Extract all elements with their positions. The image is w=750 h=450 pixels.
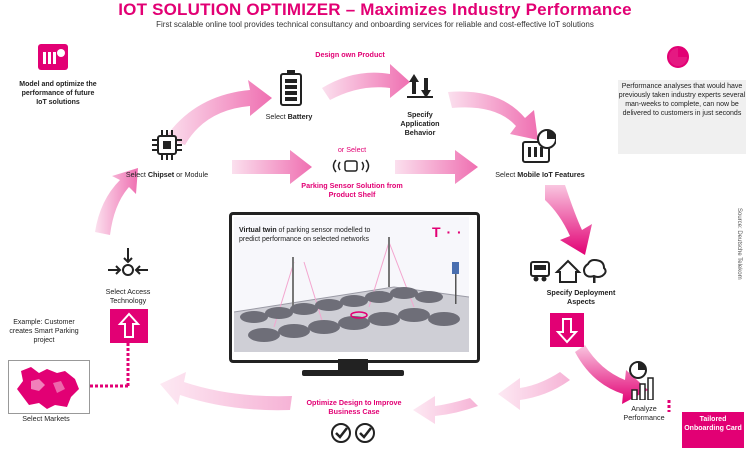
parking-sensor-icon bbox=[332, 159, 370, 173]
note-example: Example: Customer creates Smart Parking … bbox=[9, 319, 79, 344]
label-analyze: Analyze Performance bbox=[623, 404, 665, 422]
house-icon bbox=[554, 259, 582, 283]
tree-icon bbox=[583, 258, 607, 283]
page-subtitle: First scalable online tool provides tech… bbox=[156, 20, 594, 29]
label-select-features: Select Mobile IoT Features bbox=[495, 170, 585, 179]
label-design-own-product: Design own Product bbox=[315, 50, 385, 59]
screen-caption: Virtual twin of parking sensor modelled … bbox=[239, 227, 371, 243]
arrow-chipset-to-parking bbox=[232, 150, 312, 184]
markets-map bbox=[8, 360, 90, 414]
label-specify-deployment: Specify Deployment Aspects bbox=[546, 288, 616, 306]
note-performance-analyses: Performance analyses that would have pre… bbox=[618, 80, 746, 154]
arrow-markets-to-access bbox=[95, 168, 138, 235]
arrow-specify-to-features bbox=[448, 91, 538, 140]
label-or-select: or Select bbox=[337, 145, 367, 154]
label-parking-solution: Parking Sensor Solution from Product She… bbox=[301, 181, 403, 199]
page-title: IOT SOLUTION OPTIMIZER – Maximizes Indus… bbox=[118, 0, 632, 19]
deployment-icons bbox=[530, 258, 607, 283]
monitor-screen bbox=[234, 217, 469, 352]
double-check-icon bbox=[331, 423, 375, 443]
label-select-chipset: Select Chipset or Module bbox=[125, 170, 209, 179]
label-select-battery: Select Battery bbox=[265, 112, 313, 121]
virtual-twin-scene bbox=[234, 217, 469, 352]
label-select-access: Select Access Technology bbox=[105, 287, 151, 305]
down-arrow-box bbox=[550, 313, 584, 347]
source-credit: Source: Deutsche Telekom bbox=[736, 208, 742, 280]
truck-icon bbox=[530, 261, 550, 282]
monitor-neck bbox=[338, 359, 368, 371]
monitor-base bbox=[302, 370, 404, 376]
europe-map-icon bbox=[17, 367, 79, 409]
access-technology-icon bbox=[108, 248, 148, 276]
pie-chart-icon bbox=[667, 46, 689, 68]
chart-icon-top-left bbox=[38, 44, 68, 70]
up-down-arrows-icon bbox=[407, 74, 433, 98]
arrow-parking-to-features bbox=[395, 150, 478, 184]
telekom-logo: T · · bbox=[432, 224, 463, 240]
chipset-icon bbox=[152, 130, 182, 160]
arrow-battery-to-specify bbox=[322, 64, 410, 100]
arrow-optimize-to-markets bbox=[160, 372, 292, 411]
arrow-deployment-to-analyze bbox=[575, 345, 648, 404]
arrow-features-to-deployment bbox=[545, 185, 592, 255]
down-arrow-icon bbox=[555, 318, 579, 344]
label-specify-application: Specify Application Behavior bbox=[400, 110, 440, 137]
label-optimize: Optimize Design to Improve Business Case bbox=[306, 398, 402, 416]
up-arrow-box bbox=[110, 309, 148, 343]
arrow-to-optimize-left bbox=[413, 396, 478, 424]
note-model-optimize: Model and optimize the performance of fu… bbox=[19, 81, 97, 106]
arrow-analyze-to-optimize-right bbox=[498, 372, 570, 410]
analyze-icon bbox=[629, 361, 654, 400]
battery-icon bbox=[280, 70, 302, 106]
arrow-chipset-to-battery bbox=[165, 80, 272, 145]
up-arrow-icon bbox=[117, 312, 141, 338]
iot-module-icon bbox=[522, 129, 556, 163]
tailored-onboarding-card: Tailored Onboarding Card bbox=[682, 412, 744, 448]
label-select-markets: Select Markets bbox=[22, 414, 70, 423]
